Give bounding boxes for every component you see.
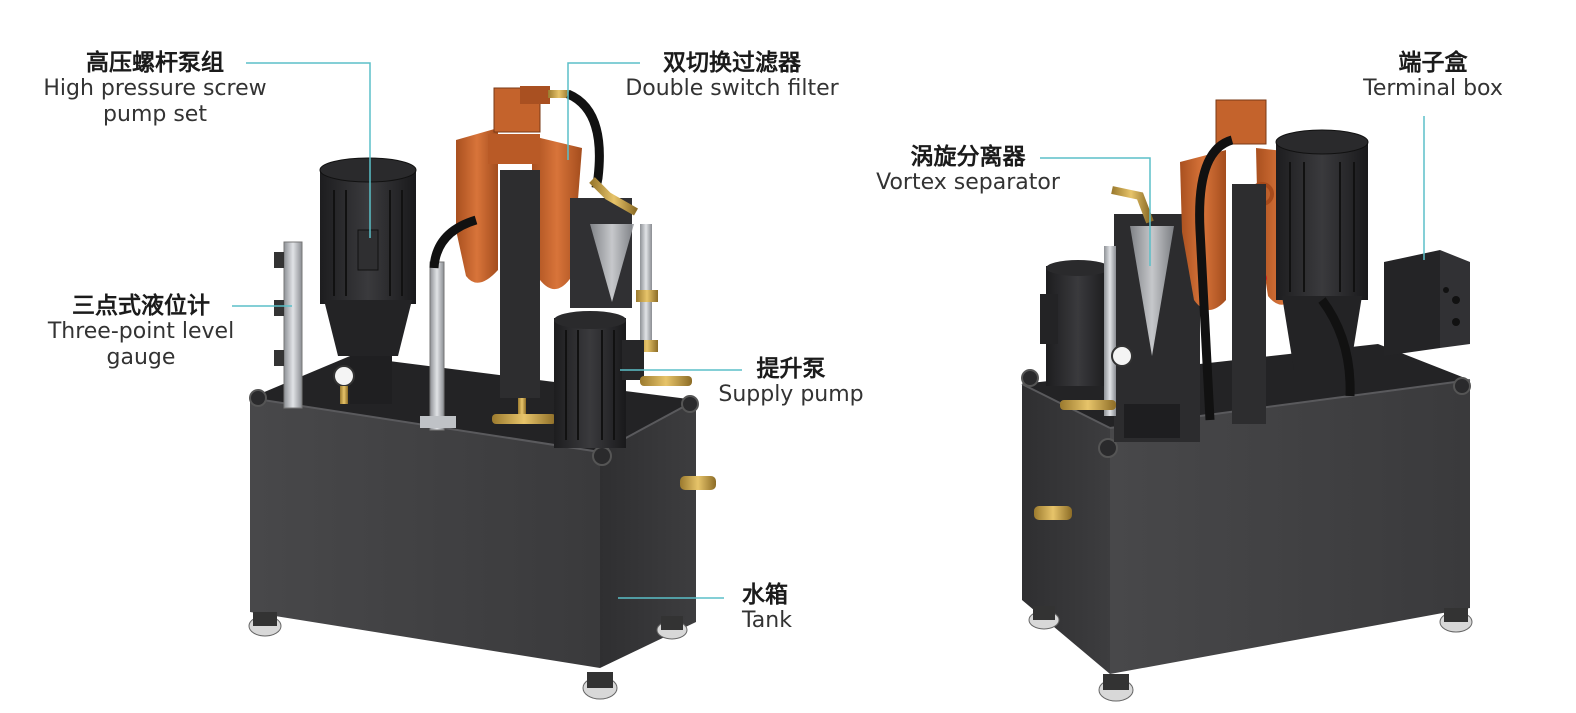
label-vortex: 涡旋分离器 Vortex separator [866,144,1070,196]
supply-pump-right [1040,260,1110,386]
label-vortex-en: Vortex separator [876,170,1060,196]
leader-vortex [1040,157,1151,266]
label-supply: 提升泵 Supply pump [708,356,874,408]
level-gauge-left [274,241,456,431]
leader-filter [567,62,640,160]
label-filter: 双切换过滤器 Double switch filter [618,50,846,102]
tank-left [248,356,716,700]
caster-feet [248,612,688,700]
left-unit [248,86,716,700]
leader-lines [232,62,1425,599]
pump-set-motor [319,157,417,404]
double-switch-filter-right [1180,99,1310,424]
right-unit [1021,99,1473,702]
label-vortex-zh: 涡旋分离器 [910,144,1026,170]
label-level-en-2: gauge [106,344,176,370]
pump-set-motor-right [1275,129,1369,397]
label-pump-set-en-1: High pressure screw [43,76,267,102]
label-terminal-zh: 端子盒 [1398,50,1468,76]
label-pump-set: 高压螺杆泵组 High pressure screw pump set [30,50,280,127]
double-switch-filter [429,86,604,398]
label-pump-set-en-2: pump set [103,101,207,127]
terminal-box [1384,250,1470,356]
label-tank: 水箱 Tank [742,582,822,634]
label-terminal-en: Terminal box [1363,76,1503,102]
label-terminal: 端子盒 Terminal box [1350,50,1516,102]
label-level: 三点式液位计 Three-point level gauge [36,293,246,370]
vortex-separator-left [570,177,658,352]
label-filter-en: Double switch filter [625,76,839,102]
label-supply-en: Supply pump [718,382,864,408]
label-pump-set-zh: 高压螺杆泵组 [86,50,224,76]
label-level-en-1: Three-point level [47,319,235,345]
label-level-zh: 三点式液位计 [72,293,210,319]
caster-feet-right [1028,606,1473,702]
label-tank-zh: 水箱 [742,582,788,608]
label-supply-zh: 提升泵 [756,356,826,382]
label-filter-zh: 双切换过滤器 [663,50,801,76]
label-tank-en: Tank [742,608,792,634]
leader-pump-set [246,62,371,238]
